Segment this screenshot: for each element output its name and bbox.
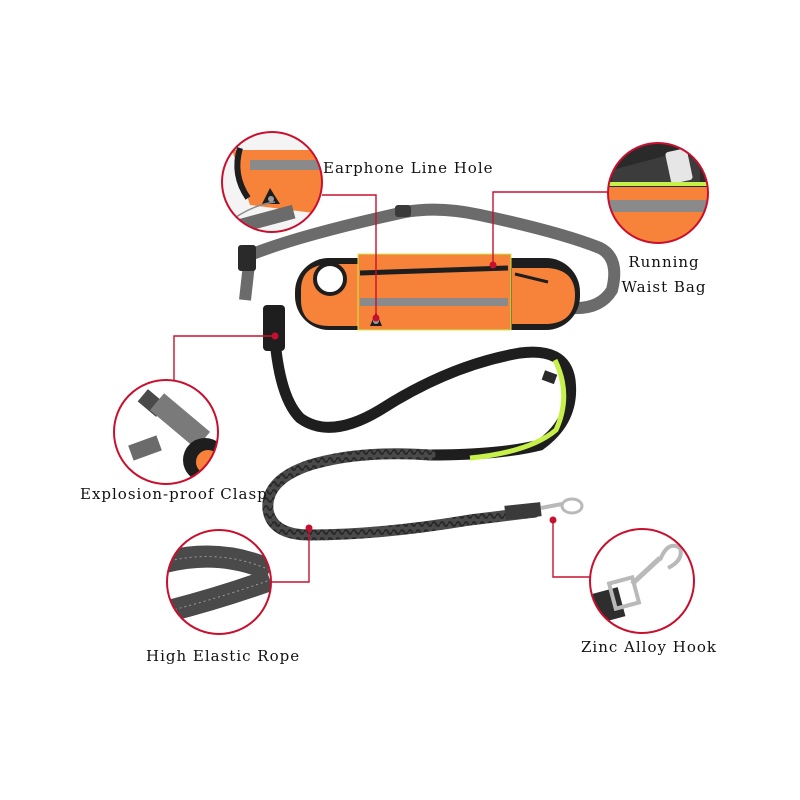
waist-bag bbox=[295, 253, 580, 331]
phone-in-bag-closeup-icon bbox=[607, 142, 709, 244]
leash bbox=[262, 305, 584, 541]
snap-hook-closeup-icon bbox=[589, 528, 695, 634]
hook-label: Zinc Alloy Hook bbox=[581, 638, 717, 656]
waist-belt bbox=[238, 203, 621, 315]
bungee-rope-closeup-icon bbox=[166, 529, 272, 635]
callout-lines bbox=[173, 191, 608, 583]
waist-bag-label-line1: Running bbox=[628, 253, 700, 271]
waist-bag-label-line2: Waist Bag bbox=[621, 278, 707, 296]
clasp-label: Explosion-proof Clasp bbox=[80, 485, 268, 503]
rope-label: High Elastic Rope bbox=[146, 647, 301, 665]
callout-dots bbox=[271, 261, 557, 532]
earphone-hole-label: Earphone Line Hole bbox=[323, 159, 494, 177]
buckle-closeup-icon bbox=[113, 379, 219, 485]
earphone-hole-closeup-icon bbox=[221, 131, 323, 233]
